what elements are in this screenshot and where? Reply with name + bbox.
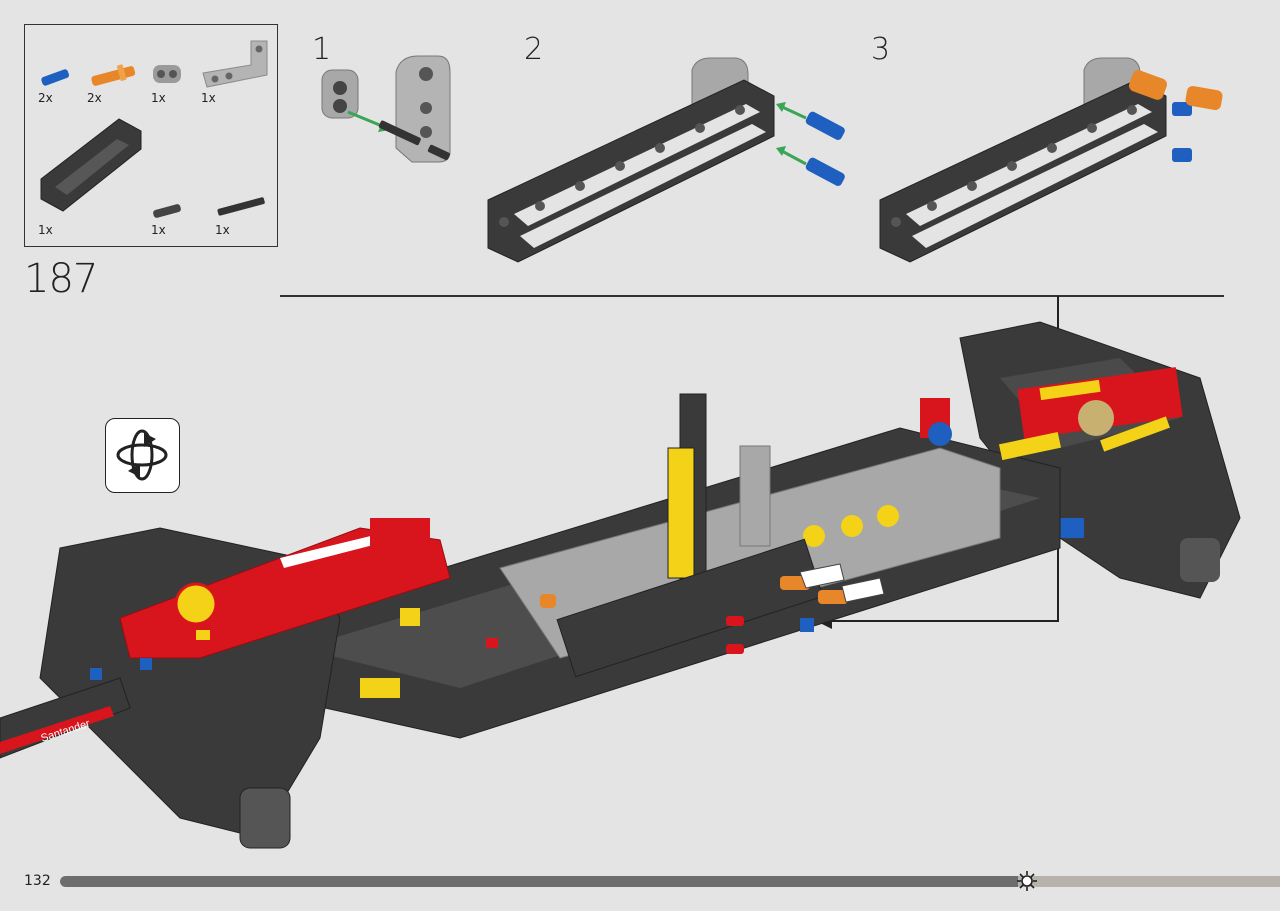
rear-suspension-assembly [959, 321, 1241, 599]
page-number: 132 [24, 873, 51, 889]
blue-axle-pin-part [41, 69, 70, 86]
substep-3-illustration [879, 57, 1223, 263]
parts-list-box: 2x 2x 1x 1x 1x 1x 1x [24, 24, 278, 247]
light-gray-connector-part [153, 65, 181, 83]
rotate-model-icon [105, 418, 180, 493]
qty-dark-gray-pin: 1x [151, 223, 166, 237]
callout-line-horizontal [830, 620, 1059, 622]
qty-dark-gray-frame: 1x [38, 223, 53, 237]
qty-blue-axle-pin: 2x [38, 91, 53, 105]
light-gray-angled-beam-part [202, 40, 268, 88]
substep-3-number: 3 [871, 32, 891, 67]
substep-2-number: 2 [524, 32, 544, 67]
main-model-illustration: Santander [0, 321, 1241, 849]
qty-orange-pin: 2x [87, 91, 102, 105]
front-body-assembly: Santander [0, 518, 498, 849]
dark-gray-pin-part [153, 204, 181, 218]
dark-gray-frame-part [40, 118, 142, 212]
substep-1-number: 1 [312, 32, 332, 67]
progress-bar [60, 876, 1280, 887]
gear-marker-icon [1017, 871, 1037, 891]
substep-2-illustration [487, 57, 845, 263]
qty-dark-gray-axle: 1x [215, 223, 230, 237]
step-divider [280, 295, 1224, 297]
orange-pin-part [91, 64, 136, 86]
qty-light-gray-connector: 1x [151, 91, 166, 105]
qty-light-gray-angled-beam: 1x [201, 91, 216, 105]
dark-gray-axle-part [217, 197, 265, 216]
substep-1-illustration [321, 55, 451, 163]
progress-bar-fill [60, 876, 1018, 887]
step-number: 187 [24, 256, 98, 302]
central-chassis-beams [279, 393, 1062, 739]
